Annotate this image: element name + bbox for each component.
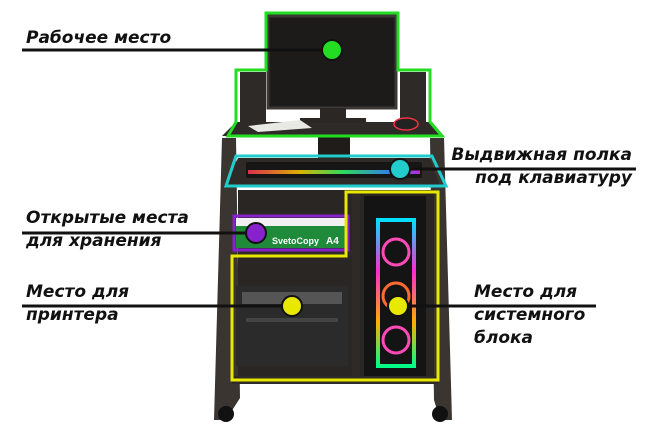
- callout-pc-line1: Место для: [474, 282, 578, 302]
- pc-marker: [387, 295, 409, 317]
- fan-bottom: [381, 325, 411, 355]
- callout-printer-line1: Место для: [26, 282, 130, 302]
- callout-storage: Открытые места для хранения: [26, 207, 189, 253]
- callout-storage-line2: для хранения: [26, 231, 162, 251]
- monitor: [266, 14, 398, 123]
- wheel-front-left: [218, 406, 234, 422]
- notebook: [248, 120, 312, 132]
- monitor-stand: [320, 108, 346, 118]
- pc-case-rgb-frame: [376, 218, 416, 368]
- keyboard-backlight: [248, 170, 420, 174]
- callout-workspace-text: Рабочее место: [26, 28, 172, 48]
- callout-printer: Место для принтера: [26, 281, 129, 327]
- callout-printer-line2: принтера: [26, 305, 119, 325]
- printer-marker: [281, 295, 303, 317]
- callout-system-unit: Место для системного блока: [474, 281, 585, 350]
- callout-keyboard-line1: Выдвижная полка: [451, 145, 632, 165]
- right-speaker: [400, 72, 426, 122]
- keyboard-marker: [389, 158, 411, 180]
- paper-brand-label: SvetoCopy: [272, 236, 319, 246]
- paper-size-label: A4: [326, 236, 339, 247]
- wheel-front-right: [432, 406, 448, 422]
- left-speaker: [240, 72, 266, 122]
- callout-workspace: Рабочее место: [26, 27, 171, 50]
- pc-case: [364, 196, 426, 376]
- workspace-outline: [225, 11, 446, 138]
- callout-pc-line2: системного: [474, 305, 586, 325]
- mouse: [393, 117, 419, 131]
- printer-pc-outline: [230, 190, 440, 382]
- right-side-panel: [430, 138, 452, 420]
- pc-case-body: [364, 196, 426, 376]
- callout-pc-line3: блока: [474, 328, 534, 348]
- paper-pack-top: [236, 218, 346, 226]
- fan-top: [381, 237, 411, 267]
- printer-tray: [246, 318, 338, 322]
- monitor-base: [300, 118, 366, 123]
- workspace-marker: [321, 39, 343, 61]
- divider-panel: [352, 190, 360, 380]
- callout-storage-line1: Открытые места: [26, 208, 189, 228]
- storage-shelf: [238, 250, 358, 256]
- center-column: [318, 136, 350, 158]
- storage-marker: [245, 222, 267, 244]
- monitor-screen: [266, 14, 398, 110]
- callout-keyboard-shelf: Выдвижная полка под клавиатуру: [451, 144, 632, 190]
- keyboard-outline: [223, 154, 449, 188]
- callout-keyboard-line2: под клавиатуру: [475, 168, 632, 188]
